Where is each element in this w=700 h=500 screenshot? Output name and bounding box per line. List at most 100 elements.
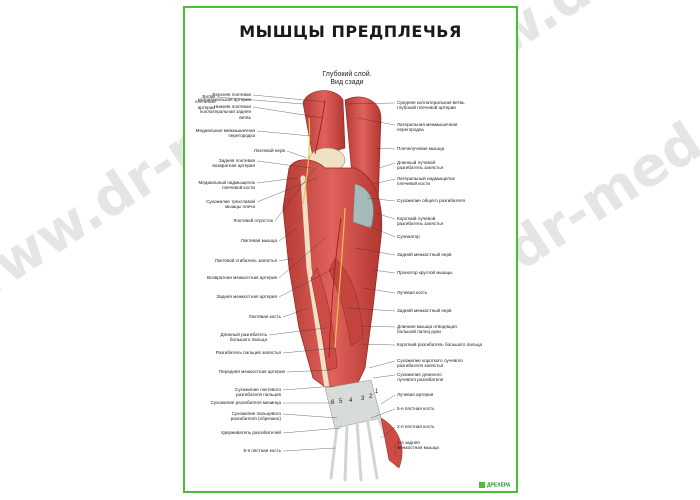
leader-line xyxy=(356,117,396,126)
right-label: 2-я пястная кость xyxy=(397,424,435,429)
label-line: Сухожилие длинного xyxy=(397,372,442,377)
label-line: глубокой плечевой артерии xyxy=(397,105,456,111)
label-line: Медиальный надмыщелок xyxy=(198,180,255,185)
compartment-number: 4 xyxy=(349,398,353,404)
label-line: Сухожилие общего разгибателя xyxy=(397,198,465,203)
right-label: Короткий разгибатель большого пальца xyxy=(397,342,482,347)
label-line: Локтевой сгибатель запястья xyxy=(214,258,277,263)
right-label: Супинатор xyxy=(397,234,420,239)
label-line: Задняя локтевая xyxy=(218,158,255,163)
label-line: плечевой кости xyxy=(222,185,255,191)
label-line: разгибатель запястья xyxy=(397,165,444,171)
label-line: Длинная мышца отводящая xyxy=(397,324,457,329)
poster-subtitle: Глубокий слой. Вид сзади xyxy=(297,71,397,87)
leader-line xyxy=(374,212,396,220)
leader-line xyxy=(282,307,310,318)
leader-line xyxy=(252,106,324,119)
leader-line xyxy=(252,94,326,103)
leader-line xyxy=(278,257,294,262)
leader-line xyxy=(282,447,336,452)
label-line: Латеральная межмышечная xyxy=(397,122,458,127)
right-label: Лучевая кость xyxy=(397,290,427,295)
forearm-illustration: 6 5 4 3 2 1 xyxy=(216,90,403,482)
ulna-bone xyxy=(300,175,330,391)
leader-line xyxy=(374,147,396,150)
label-line: Сухожилие пальцевого xyxy=(231,411,281,416)
left-label: Передняя межкостная артерия xyxy=(219,369,285,374)
label-line: Длинный лучевой xyxy=(397,160,436,165)
label-line: Сухожилие короткого лучевого xyxy=(397,358,463,363)
label-line: Передняя межкостная артерия xyxy=(218,369,285,374)
left-label: Локтевой сгибатель запястья xyxy=(215,258,277,263)
label-line: разгибателя пальцев xyxy=(236,392,281,398)
leader-line xyxy=(268,327,326,336)
leader-line xyxy=(372,178,396,185)
label-line: Сухожилие разгибателя мизинца xyxy=(210,400,281,405)
label-line: перегородка xyxy=(228,133,255,139)
label-line: Верхняя локтевая xyxy=(212,92,251,97)
label-line: межкостная мышца xyxy=(397,445,439,451)
compartment-number: 2 xyxy=(369,394,373,400)
leader-lines xyxy=(216,94,396,456)
left-label: Удерживатель разгибателей xyxy=(221,430,281,435)
leader-line xyxy=(256,160,312,169)
leader-line xyxy=(282,385,336,391)
label-line: Медиальная межмышечная xyxy=(195,128,255,133)
left-label: Локтевой нерв xyxy=(254,148,285,153)
leader-line xyxy=(366,197,396,202)
extensor-pollicis-longus xyxy=(310,267,338,371)
label-line: Локтевой отросток xyxy=(233,218,273,223)
left-label: Сухожилие разгибателя мизинца xyxy=(211,400,281,405)
right-label: Пронатор круглой мышцы xyxy=(397,270,452,275)
label-line: коллатеральная артерия xyxy=(197,97,251,103)
leader-line xyxy=(368,360,396,369)
left-label: Возвратная межкостная артерия xyxy=(207,275,277,280)
left-label: Разгибатель пальцев запястья xyxy=(216,350,281,355)
label-line: большого пальца xyxy=(229,337,267,343)
anatomy-poster: МЫШЦЫ ПРЕДПЛЕЧЬЯ Глубокий слой. Вид сзад… xyxy=(183,6,518,493)
label-line: мышцы плеча xyxy=(225,204,255,210)
label-line: Ветви xyxy=(202,94,215,99)
compartment-number: 6 xyxy=(331,400,335,406)
leader-line xyxy=(360,343,396,346)
upper-arm-muscle xyxy=(302,90,346,159)
label-line: Пронатор круглой мышцы xyxy=(397,270,453,275)
left-label: Локтевая кость xyxy=(249,314,281,319)
right-label: Плечелучевая мышца xyxy=(397,146,444,151)
leader-line xyxy=(286,369,332,373)
label-line: Локтевая мышца xyxy=(240,238,277,243)
posterior-interosseous-nerve xyxy=(334,207,346,349)
right-label: Лучевая артерия xyxy=(397,392,433,397)
logo-mark-icon xyxy=(479,482,485,488)
posterior-interosseous-artery xyxy=(328,217,342,359)
label-line: Задний межкостный нерв xyxy=(397,308,452,313)
leader-line xyxy=(360,325,396,328)
compartment-number: 3 xyxy=(361,396,365,402)
publisher-logo: ДРЕХЕРА xyxy=(479,482,510,488)
logo-text: ДРЕХЕРА xyxy=(487,482,511,489)
label-line: Локтевой нерв xyxy=(253,148,285,153)
label-line: разгибатель запястья xyxy=(397,221,444,227)
label-line: Латеральный надмыщелок xyxy=(397,176,455,181)
first-dorsal-interosseous xyxy=(380,417,403,469)
label-line: Задняя межкостная артерия xyxy=(216,294,277,299)
label-line: Супинатор xyxy=(397,234,420,239)
subtitle-line: Глубокий слой. xyxy=(322,71,372,78)
leader-line xyxy=(256,177,298,184)
label-line: Локтевая кость xyxy=(248,314,281,319)
leader-line xyxy=(278,267,336,298)
compartment-numbers: 6 5 4 3 2 1 xyxy=(331,389,379,406)
leader-line xyxy=(278,227,298,242)
subtitle-line: Вид сзади xyxy=(330,79,364,86)
leader-line xyxy=(378,162,396,169)
